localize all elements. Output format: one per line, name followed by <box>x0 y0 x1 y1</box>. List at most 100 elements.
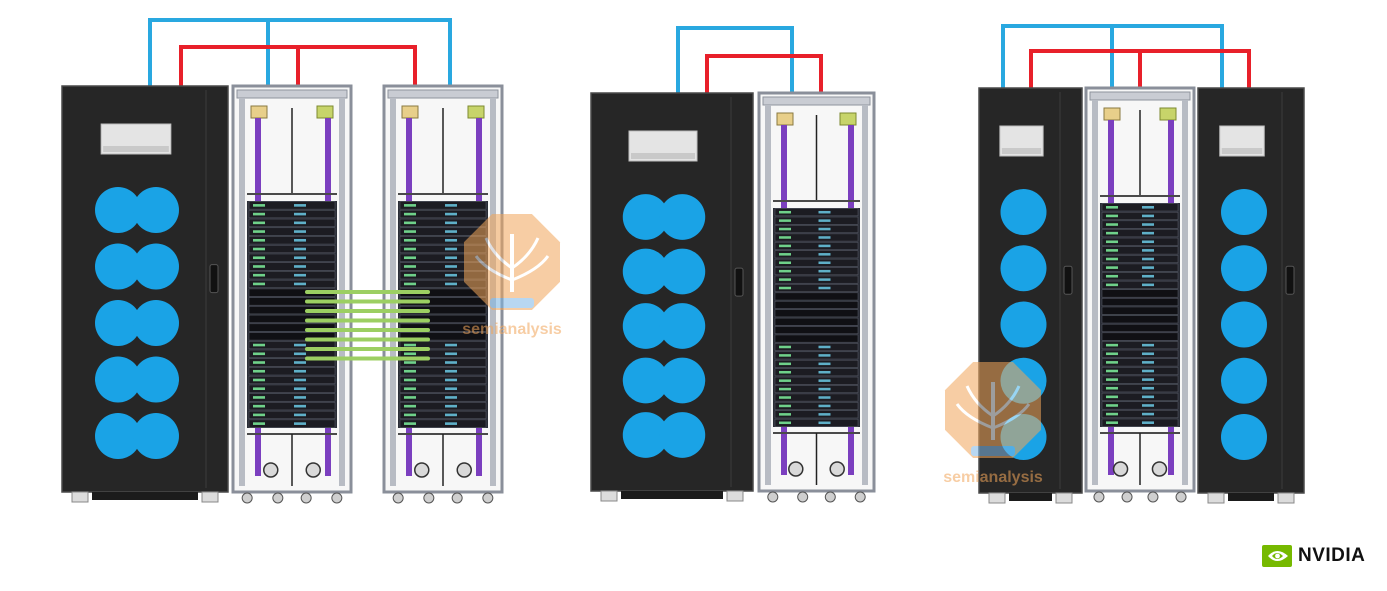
compute-tray <box>1101 272 1179 281</box>
compute-tray <box>399 210 487 219</box>
tray-led <box>404 422 416 425</box>
tray-port <box>818 278 831 281</box>
compute-tray <box>399 358 487 367</box>
compute-tray <box>399 393 487 402</box>
tray-led <box>779 253 791 256</box>
cdu-fan <box>133 187 179 233</box>
hot-loop-3 <box>1029 49 1251 88</box>
tray-led <box>1106 257 1118 261</box>
tray-led <box>404 212 416 216</box>
nvswitch-tray <box>774 309 859 318</box>
tray-led <box>779 269 791 273</box>
cdu-fan <box>133 243 179 290</box>
cool-loop-1 <box>148 18 452 86</box>
tray-led <box>404 204 416 207</box>
cdu-base <box>621 491 723 499</box>
compute-tray <box>1101 280 1179 289</box>
tray-led <box>779 379 791 382</box>
compute-tray <box>248 358 336 367</box>
tray-port <box>445 282 457 286</box>
rack-caster <box>451 492 463 504</box>
cdu-foot <box>71 491 89 503</box>
rack-caster <box>1121 491 1133 503</box>
tray-port <box>818 396 831 399</box>
watermark-branch <box>965 385 994 418</box>
tray-port <box>294 404 306 408</box>
tray-led <box>779 286 791 290</box>
tray-led <box>404 247 416 251</box>
cdu-display-shade <box>103 146 169 152</box>
compute-tray <box>774 359 859 368</box>
watermark-branch <box>955 403 994 430</box>
tray-port <box>294 387 306 391</box>
tray-port <box>818 269 831 273</box>
rack-caster <box>331 492 343 504</box>
nvswitch-tray <box>774 317 859 326</box>
tray-port <box>818 379 831 382</box>
tray-port <box>294 230 306 233</box>
tray-port <box>445 230 457 233</box>
tray-led <box>253 212 265 216</box>
tray-port <box>445 265 457 268</box>
compute-tray <box>248 341 336 350</box>
rack-caster <box>1175 491 1187 503</box>
tray-port <box>1142 343 1154 347</box>
tray-led <box>404 265 416 268</box>
cdu-fan <box>95 300 141 346</box>
tray-port <box>445 369 457 373</box>
coolant-valve <box>263 462 279 478</box>
coolant-valve <box>829 461 845 477</box>
cdu-unit <box>61 85 229 503</box>
cdu-base <box>1009 493 1052 501</box>
tray-port <box>818 210 831 214</box>
tray-led <box>404 378 416 382</box>
manifold-connector <box>776 112 794 126</box>
tray-led <box>779 362 791 366</box>
compute-tray <box>1101 229 1179 238</box>
compute-tray <box>1101 367 1179 375</box>
tray-led <box>404 369 416 373</box>
tray-port <box>818 354 831 357</box>
tray-port <box>818 362 831 366</box>
cdu-foot <box>1277 492 1295 504</box>
compute-tray <box>1101 341 1179 350</box>
compute-tray <box>248 210 336 219</box>
tray-led <box>779 261 791 265</box>
coolant-valve <box>1151 461 1168 477</box>
watermark-base <box>490 298 534 308</box>
tray-port <box>445 256 457 260</box>
compute-tray <box>1101 418 1179 427</box>
tray-led <box>253 352 265 356</box>
tray-led <box>1106 214 1118 218</box>
tray-led <box>253 361 265 364</box>
tray-led <box>253 422 265 425</box>
cool-loop-3 <box>1001 24 1224 88</box>
tray-port <box>1142 395 1154 399</box>
tray-led <box>779 219 791 222</box>
rack-caster <box>824 491 836 503</box>
cdu-fan <box>659 412 706 458</box>
rack-rail-left <box>765 105 771 485</box>
rack-caster <box>300 492 312 504</box>
tray-led <box>779 396 791 399</box>
tray-port <box>445 204 457 207</box>
tray-led <box>779 354 791 357</box>
nvswitch-tray <box>1101 323 1179 332</box>
tray-port <box>1142 421 1154 424</box>
manifold-connector <box>839 112 857 126</box>
cdu-display-shade <box>1221 148 1263 154</box>
tray-led <box>1106 223 1118 226</box>
tray-led <box>253 378 265 382</box>
tray-port <box>294 273 306 277</box>
manifold-connector <box>316 105 334 119</box>
cdu-fan <box>1221 414 1267 460</box>
nvswitch-tray <box>248 323 336 332</box>
tray-port <box>1142 361 1154 364</box>
brand-name: NVIDIA <box>1298 545 1366 566</box>
tray-port <box>818 421 831 425</box>
tray-port <box>294 369 306 373</box>
tray-led <box>779 421 791 425</box>
cdu-unit <box>590 92 754 502</box>
rack-caster <box>272 492 284 504</box>
